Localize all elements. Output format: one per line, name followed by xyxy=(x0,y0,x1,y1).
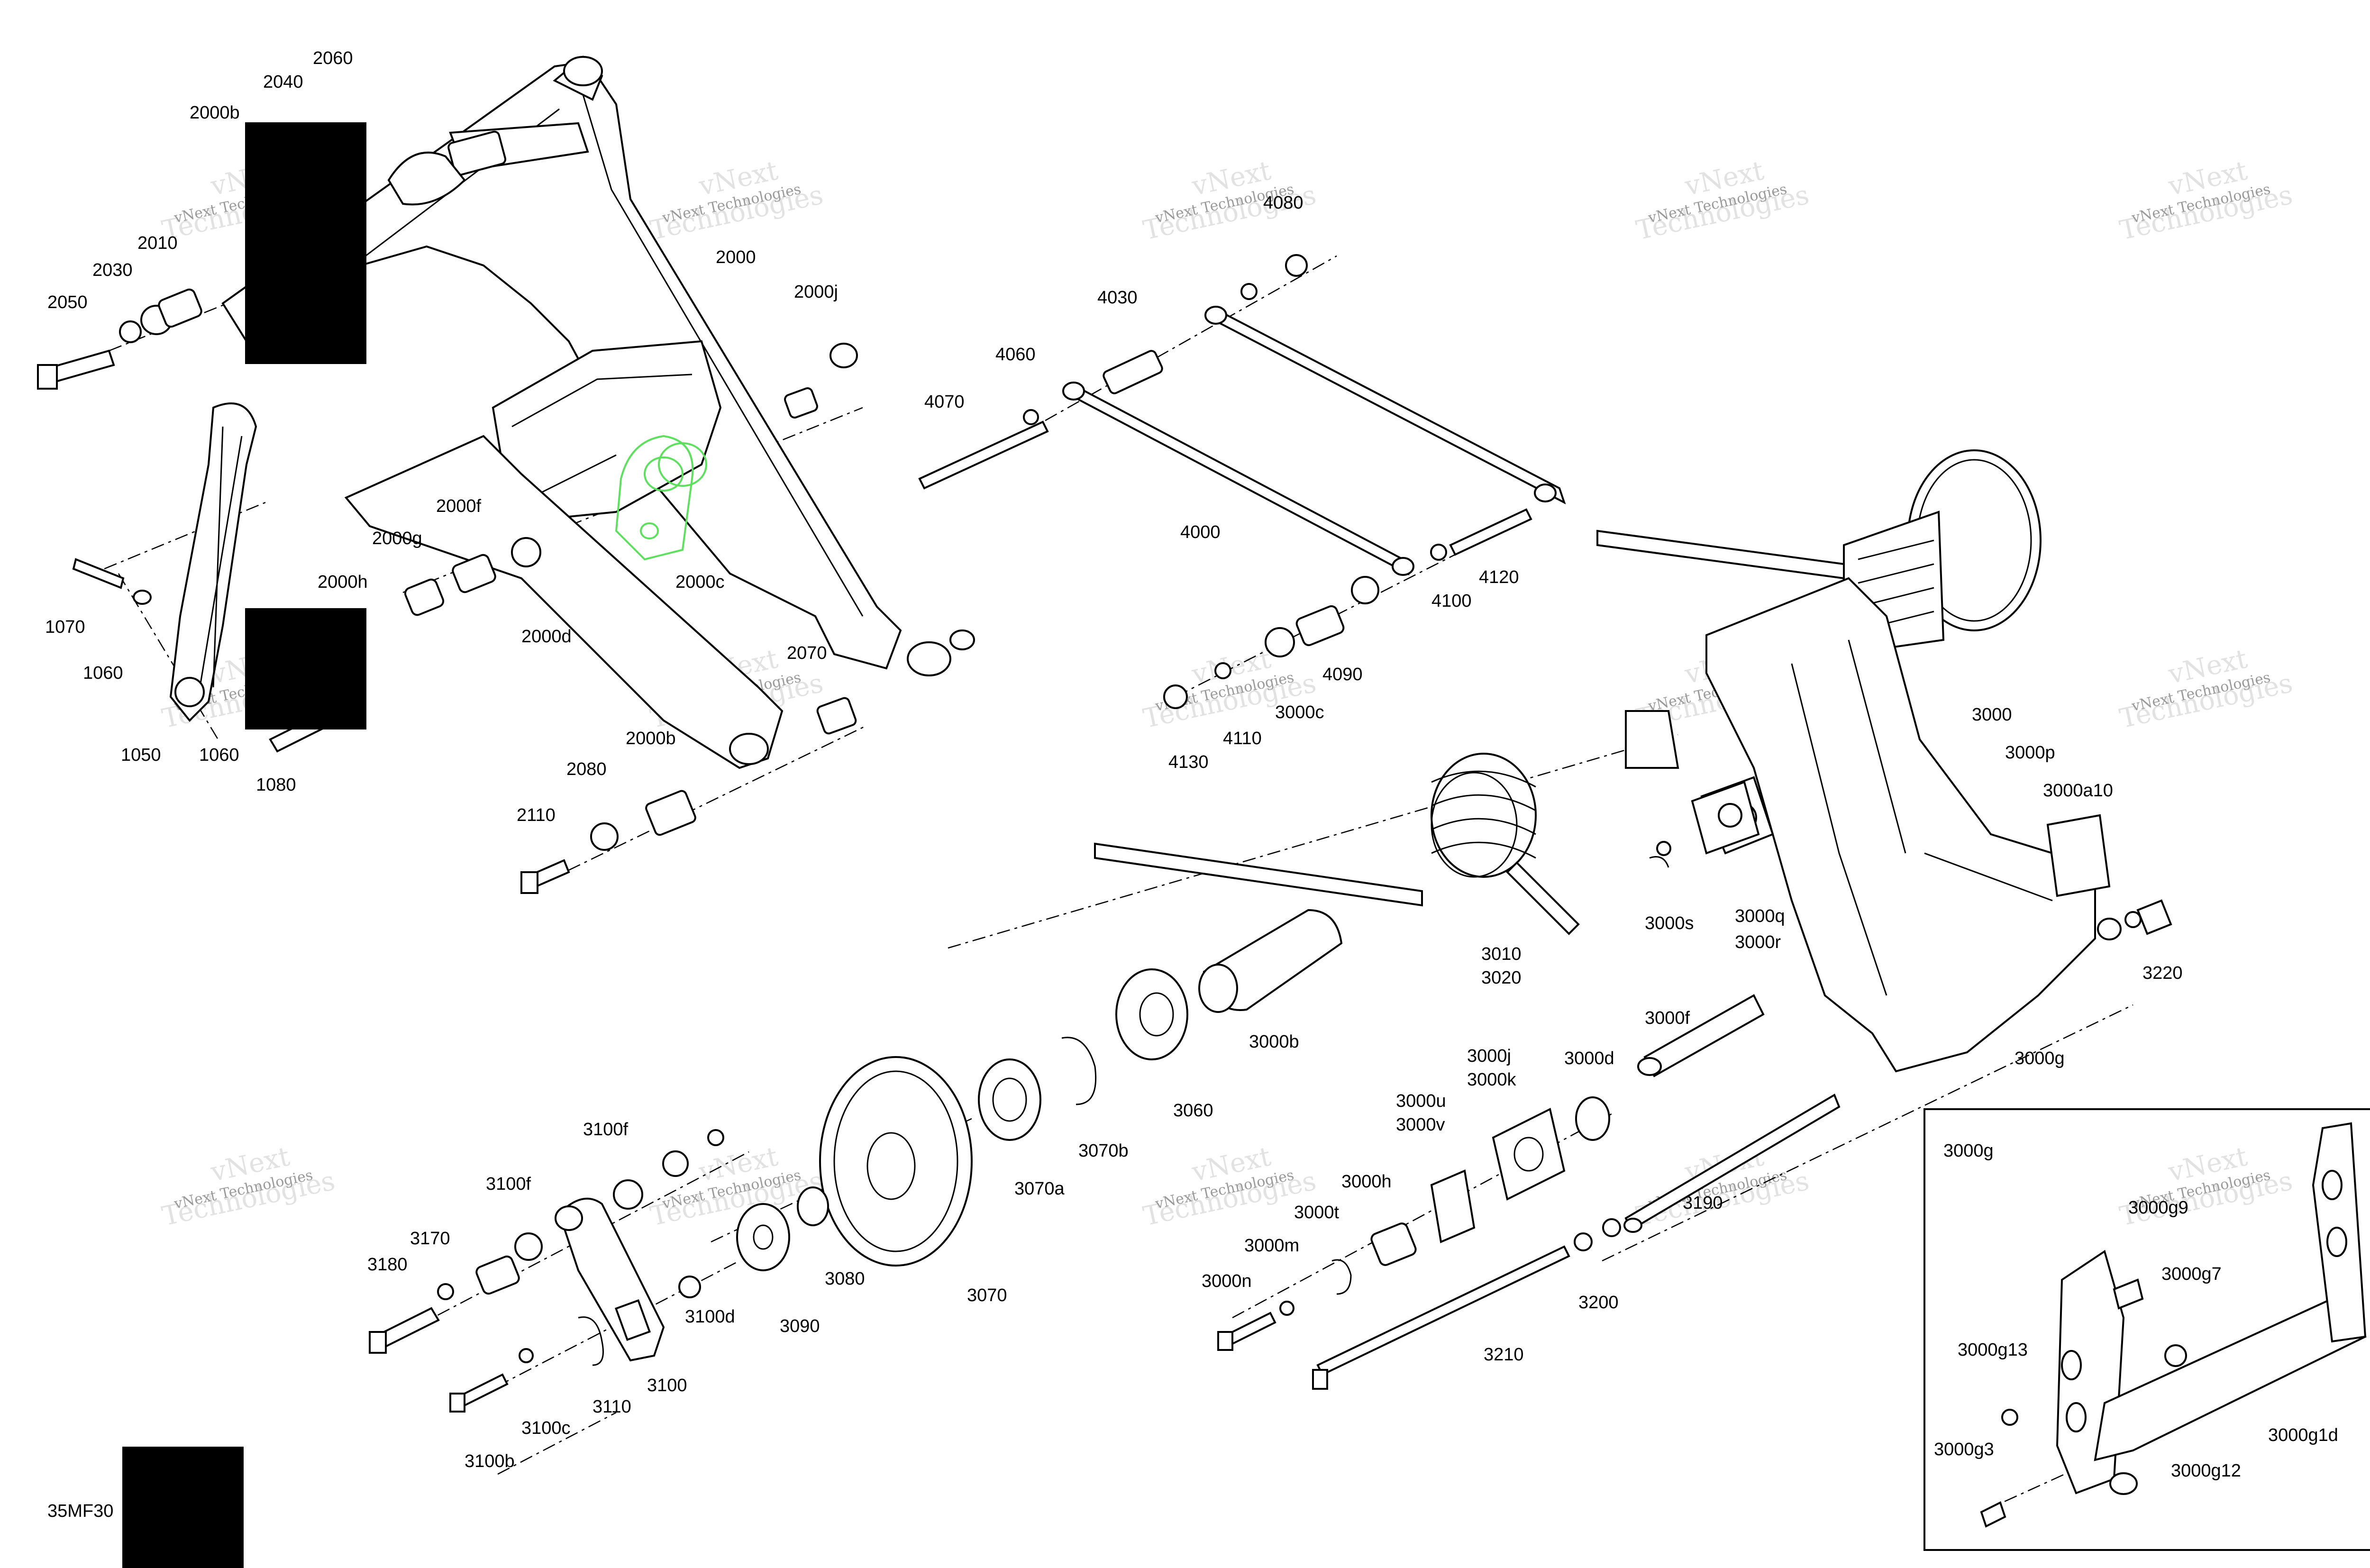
part-label: 3020 xyxy=(1481,968,1522,988)
part-label: 3000g12 xyxy=(2171,1461,2241,1481)
part-label: 3000g9 xyxy=(2128,1198,2188,1218)
part-label: 3000c xyxy=(1275,702,1324,722)
part-label: 4030 xyxy=(1097,288,1138,308)
part-label: 1060 xyxy=(199,745,239,765)
part-label: 2070 xyxy=(787,643,827,663)
part-label: 3000k xyxy=(1467,1070,1517,1090)
tensioner-assembly xyxy=(369,449,2172,1413)
part-label: 3070a xyxy=(1014,1179,1065,1199)
part-label: 4090 xyxy=(1322,665,1363,684)
part-label: 2000j xyxy=(794,282,838,302)
part-label: 2050 xyxy=(47,292,88,312)
part-label: 2000f xyxy=(436,496,482,516)
part-label: 3000g7 xyxy=(2161,1264,2222,1284)
part-label: 2080 xyxy=(566,759,607,779)
part-label: 4060 xyxy=(995,345,1036,365)
part-label: 1050 xyxy=(121,745,161,765)
tie-rod-assembly xyxy=(918,254,1566,709)
part-label: 1070 xyxy=(45,617,85,637)
redaction-boxes xyxy=(122,122,366,1568)
part-label: 3000g1d xyxy=(2268,1425,2338,1445)
inset-title: 3000g xyxy=(1943,1141,1994,1161)
part-label: 3000h xyxy=(1341,1172,1392,1192)
part-label: 2000c xyxy=(675,572,725,592)
part-label: 2000 xyxy=(716,247,756,267)
part-label: 3000u xyxy=(1396,1091,1446,1111)
a-arm-assembly xyxy=(37,55,975,894)
part-label: 3000r xyxy=(1735,932,1781,952)
part-label: 3000g13 xyxy=(1958,1340,2028,1360)
part-label: 2110 xyxy=(517,805,556,825)
part-label: 2000b xyxy=(190,103,240,123)
part-label: 2040 xyxy=(263,72,303,92)
part-label: 3000s xyxy=(1645,913,1694,933)
part-label: 3110 xyxy=(592,1397,631,1417)
part-label: 3100d xyxy=(685,1307,735,1327)
part-label: 3000d xyxy=(1564,1048,1614,1068)
part-label: 2030 xyxy=(92,260,133,280)
part-label: 2000h xyxy=(318,572,368,592)
part-label: 3090 xyxy=(780,1316,820,1336)
part-label: 3100f xyxy=(486,1174,531,1194)
part-label: 3220 xyxy=(2142,963,2183,983)
part-label: 3000m xyxy=(1244,1236,1299,1256)
part-label: 3000g xyxy=(2014,1048,2065,1068)
part-label: 3190 xyxy=(1683,1193,1723,1213)
part-label: 3170 xyxy=(410,1229,450,1249)
part-label: 3000q xyxy=(1735,906,1785,926)
part-label: 3100 xyxy=(647,1376,687,1395)
part-label: 2010 xyxy=(137,233,178,253)
part-label: 3000v xyxy=(1396,1115,1445,1135)
part-label: 2000d xyxy=(521,627,572,647)
part-label: 4120 xyxy=(1479,567,1519,587)
part-label: 4080 xyxy=(1263,193,1304,213)
drawing-code-prefix: 35MF30 xyxy=(47,1501,113,1521)
inset-3000g xyxy=(1923,1108,2370,1551)
part-label: 3080 xyxy=(825,1269,865,1289)
part-label: 4070 xyxy=(924,392,965,412)
part-label: 3100b xyxy=(465,1451,515,1471)
part-label: 3070b xyxy=(1078,1141,1129,1161)
part-label: 3210 xyxy=(1484,1345,1524,1365)
part-label: 3200 xyxy=(1578,1293,1619,1313)
part-label: 3100f xyxy=(583,1120,629,1140)
part-label: 4110 xyxy=(1223,729,1262,748)
part-label: 3000f xyxy=(1645,1008,1690,1028)
part-label: 2000b xyxy=(626,729,676,748)
part-label: 2060 xyxy=(313,48,353,68)
part-label: 3000j xyxy=(1467,1046,1511,1066)
part-label: 3000p xyxy=(2005,743,2055,763)
part-label: 3100c xyxy=(521,1418,571,1438)
part-label: 1080 xyxy=(256,775,296,795)
part-label: 3010 xyxy=(1481,944,1522,964)
part-label: 3000g3 xyxy=(1934,1440,1994,1459)
part-label: 3070 xyxy=(967,1285,1007,1305)
part-label: 3180 xyxy=(367,1255,408,1275)
part-label: 3000b xyxy=(1249,1032,1299,1052)
part-label: 3060 xyxy=(1173,1101,1213,1121)
part-label: 4100 xyxy=(1431,591,1472,611)
part-label: 1060 xyxy=(83,663,123,683)
part-label: 3000t xyxy=(1294,1203,1340,1222)
part-label: 4000 xyxy=(1180,522,1221,542)
part-label: 2000g xyxy=(372,529,422,548)
part-label: 3000 xyxy=(1972,705,2012,725)
part-label: 4130 xyxy=(1168,752,1209,772)
part-label: 3000a10 xyxy=(2043,781,2113,801)
part-label: 3000n xyxy=(1202,1271,1252,1291)
